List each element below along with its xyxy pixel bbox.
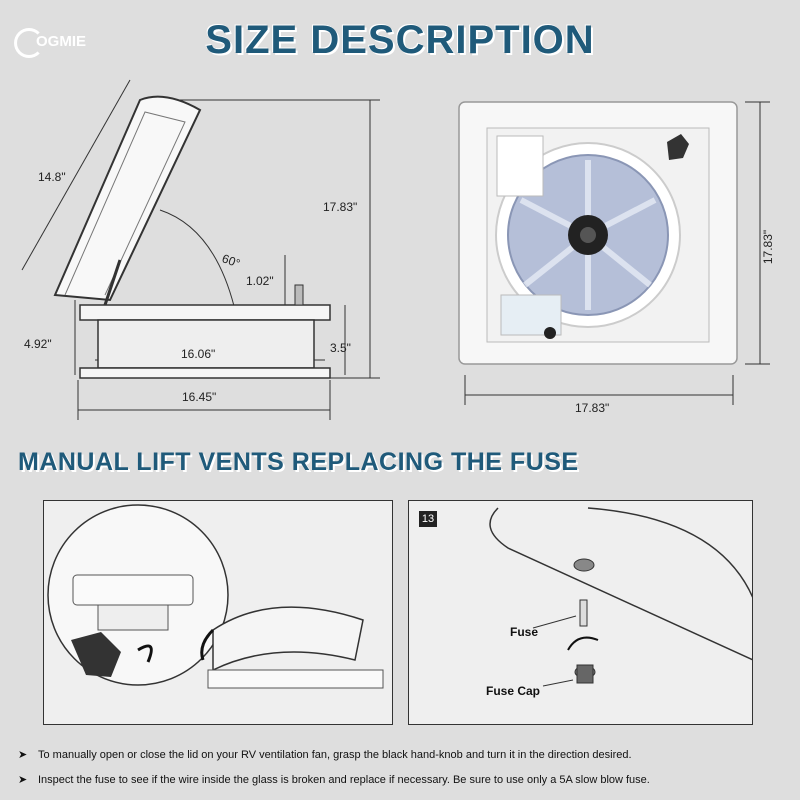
instruction-2: Inspect the fuse to see if the wire insi… (38, 774, 650, 786)
fuse-label: Fuse (510, 625, 539, 639)
instruction-1: To manually open or close the lid on you… (38, 749, 632, 761)
total-height-label: 17.83" (323, 200, 358, 214)
inner-width-label: 16.06" (181, 347, 216, 361)
outer-width-label: 16.45" (182, 390, 217, 404)
bullet-arrow-icon: ➤ (18, 749, 28, 761)
top-view-diagram (458, 101, 770, 405)
top-height-label: 17.83" (761, 229, 776, 265)
section-title: MANUAL LIFT VENTS REPLACING THE FUSE (18, 448, 579, 476)
fuse-cap-label: Fuse Cap (486, 684, 541, 698)
manual-lift-illustration (47, 504, 384, 689)
bullet-arrow-icon: ➤ (18, 774, 28, 786)
side-view-diagram (21, 79, 380, 420)
logo-ring (14, 28, 44, 58)
lid-length-label: 14.8" (38, 170, 66, 184)
base-height-label: 4.92" (24, 337, 52, 351)
page-title: SIZE DESCRIPTION (205, 18, 595, 62)
top-width-label: 17.83" (575, 401, 610, 415)
gap-label: 1.02" (246, 274, 274, 288)
fuse-illustration (489, 507, 753, 687)
brand-logo: OGMIE (36, 33, 87, 50)
inner-height-label: 3.5" (330, 341, 351, 355)
step-number-badge: 13 (419, 511, 437, 527)
